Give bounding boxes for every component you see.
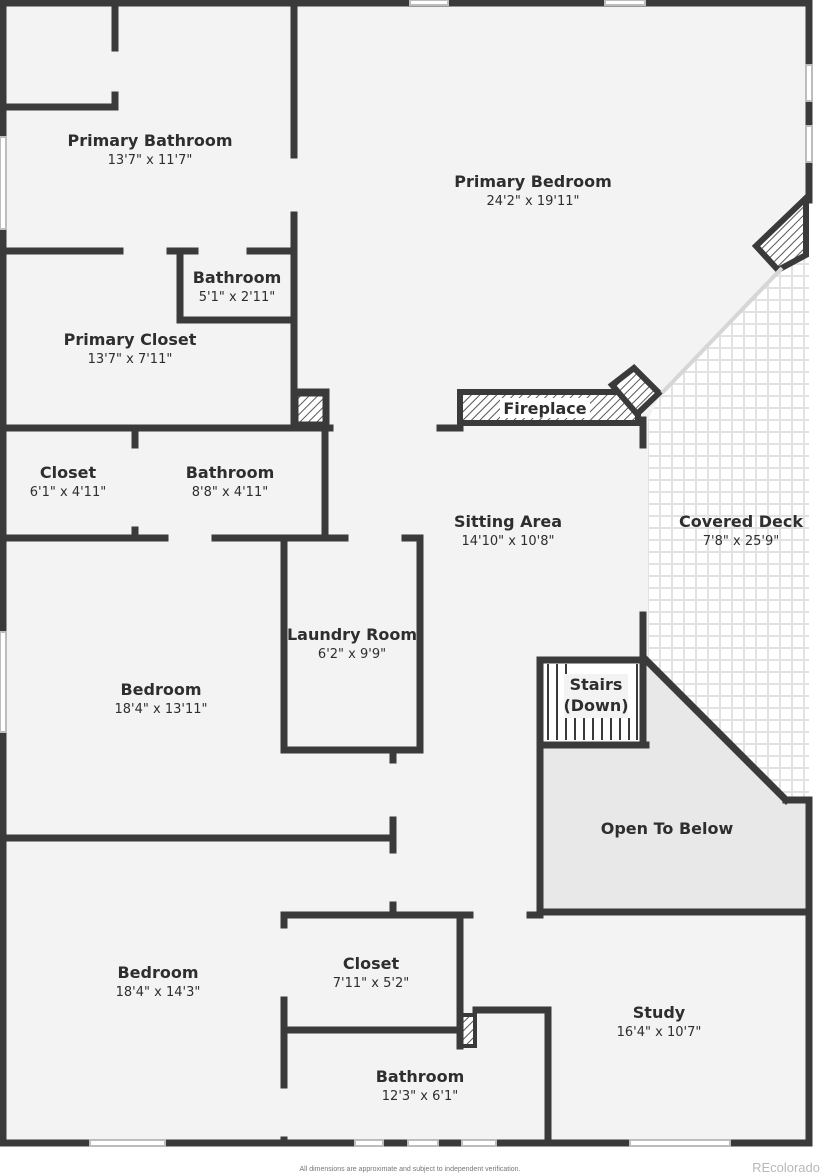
room-dimensions: 7'8" x 25'9" [703, 534, 779, 549]
room-name: Bathroom [186, 463, 275, 482]
room-name: Open To Below [601, 819, 734, 838]
room-dimensions: 13'7" x 11'7" [108, 153, 193, 168]
room-stairs: Stairs (Down) [563, 674, 629, 718]
room-dimensions: 6'1" x 4'11" [30, 485, 106, 500]
room-sitting-area: Sitting Area 14'10" x 10'8" [454, 512, 562, 549]
room-name: Covered Deck [679, 512, 803, 531]
room-closet-upper: Closet 6'1" x 4'11" [30, 463, 106, 500]
room-name: Sitting Area [454, 512, 562, 531]
open-to-below-area [540, 664, 809, 912]
room-name: Closet [40, 463, 97, 482]
room-primary-bedroom: Primary Bedroom 24'2" x 19'11" [454, 172, 612, 209]
room-dimensions: 6'2" x 9'9" [318, 647, 386, 662]
room-study: Study 16'4" x 10'7" [617, 1003, 702, 1040]
disclaimer-text: All dimensions are approximate and subje… [299, 1166, 521, 1173]
room-name: Laundry Room [287, 625, 417, 644]
room-name: Closet [343, 954, 400, 973]
room-fireplace: Fireplace [500, 398, 590, 418]
room-name: Study [633, 1003, 686, 1022]
room-dimensions: 14'10" x 10'8" [462, 534, 555, 549]
room-dimensions: 18'4" x 14'3" [116, 985, 201, 1000]
room-bathroom-lower: Bathroom 12'3" x 6'1" [376, 1067, 465, 1104]
room-laundry-room: Laundry Room 6'2" x 9'9" [287, 625, 417, 662]
room-dimensions: 24'2" x 19'11" [487, 194, 580, 209]
room-bathroom-mid: Bathroom 8'8" x 4'11" [186, 463, 275, 500]
room-bathroom-small: Bathroom 5'1" x 2'11" [193, 268, 282, 305]
watermark-text: REcolorado [752, 1160, 820, 1175]
room-covered-deck: Covered Deck 7'8" x 25'9" [679, 512, 803, 549]
room-bedroom-2: Bedroom 18'4" x 14'3" [116, 963, 201, 1000]
room-dimensions: 8'8" x 4'11" [192, 485, 268, 500]
room-dimensions: 12'3" x 6'1" [382, 1089, 458, 1104]
room-dimensions: 18'4" x 13'11" [115, 702, 208, 717]
room-dimensions: 13'7" x 7'11" [88, 352, 173, 367]
windows [0, 0, 813, 1147]
room-dimensions: 5'1" x 2'11" [199, 290, 275, 305]
room-name: Bathroom [376, 1067, 465, 1086]
room-name: Primary Bathroom [67, 131, 232, 150]
room-name: Bedroom [117, 963, 198, 982]
stairs-label-line2: (Down) [563, 696, 628, 715]
room-primary-closet: Primary Closet 13'7" x 7'11" [64, 330, 197, 367]
room-name: Bedroom [120, 680, 201, 699]
room-dimensions: 7'11" x 5'2" [333, 976, 409, 991]
covered-deck-area [648, 255, 809, 800]
room-open-to-below: Open To Below [601, 819, 734, 838]
room-dimensions: 16'4" x 10'7" [617, 1025, 702, 1040]
room-name: Primary Bedroom [454, 172, 612, 191]
room-name: Fireplace [503, 399, 586, 418]
room-name: Bathroom [193, 268, 282, 287]
room-bedroom-1: Bedroom 18'4" x 13'11" [115, 680, 208, 717]
room-primary-bathroom: Primary Bathroom 13'7" x 11'7" [67, 131, 232, 168]
room-name: Primary Closet [64, 330, 197, 349]
room-closet-lower: Closet 7'11" x 5'2" [333, 954, 409, 991]
stairs-label-line1: Stairs [570, 675, 623, 694]
